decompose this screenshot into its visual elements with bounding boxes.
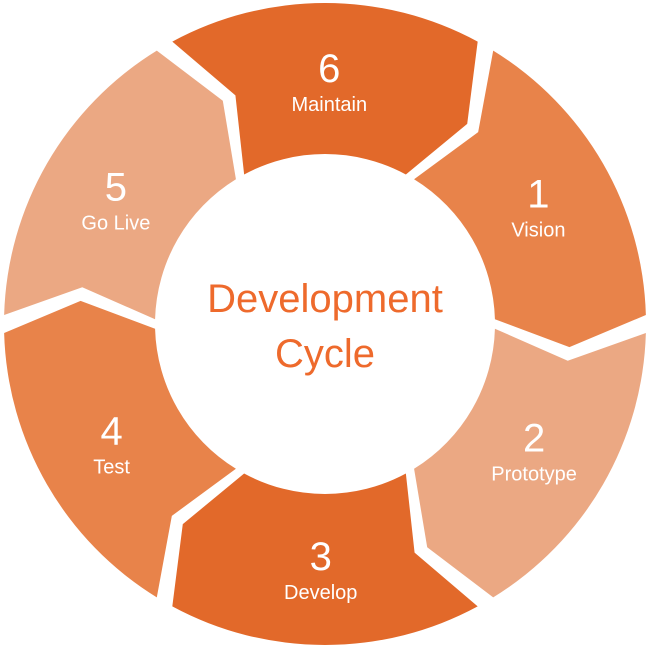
cycle-segment-6: [172, 2, 478, 175]
step-number-1: 1: [527, 173, 549, 217]
cycle-segment-3: [172, 473, 478, 646]
center-title-line1: Development: [207, 277, 443, 321]
cycle-segment-2: [414, 328, 646, 598]
step-number-2: 2: [523, 417, 545, 461]
center-title: Development Cycle: [207, 277, 443, 376]
step-number-5: 5: [105, 165, 127, 209]
step-label-1: Vision: [511, 220, 565, 242]
center-title-line2: Cycle: [275, 332, 375, 376]
step-label-2: Prototype: [491, 464, 577, 486]
cycle-segment-4: [4, 300, 236, 598]
cycle-segment-5: [4, 50, 236, 320]
cycle-segments: [4, 2, 646, 646]
step-label-4: Test: [93, 456, 130, 478]
step-number-3: 3: [310, 535, 332, 579]
step-label-3: Develop: [284, 582, 357, 604]
step-label-5: Go Live: [81, 212, 150, 234]
step-label-6: Maintain: [291, 94, 367, 116]
cycle-segment-1: [414, 50, 646, 348]
step-number-4: 4: [100, 409, 122, 453]
step-number-6: 6: [318, 47, 340, 91]
